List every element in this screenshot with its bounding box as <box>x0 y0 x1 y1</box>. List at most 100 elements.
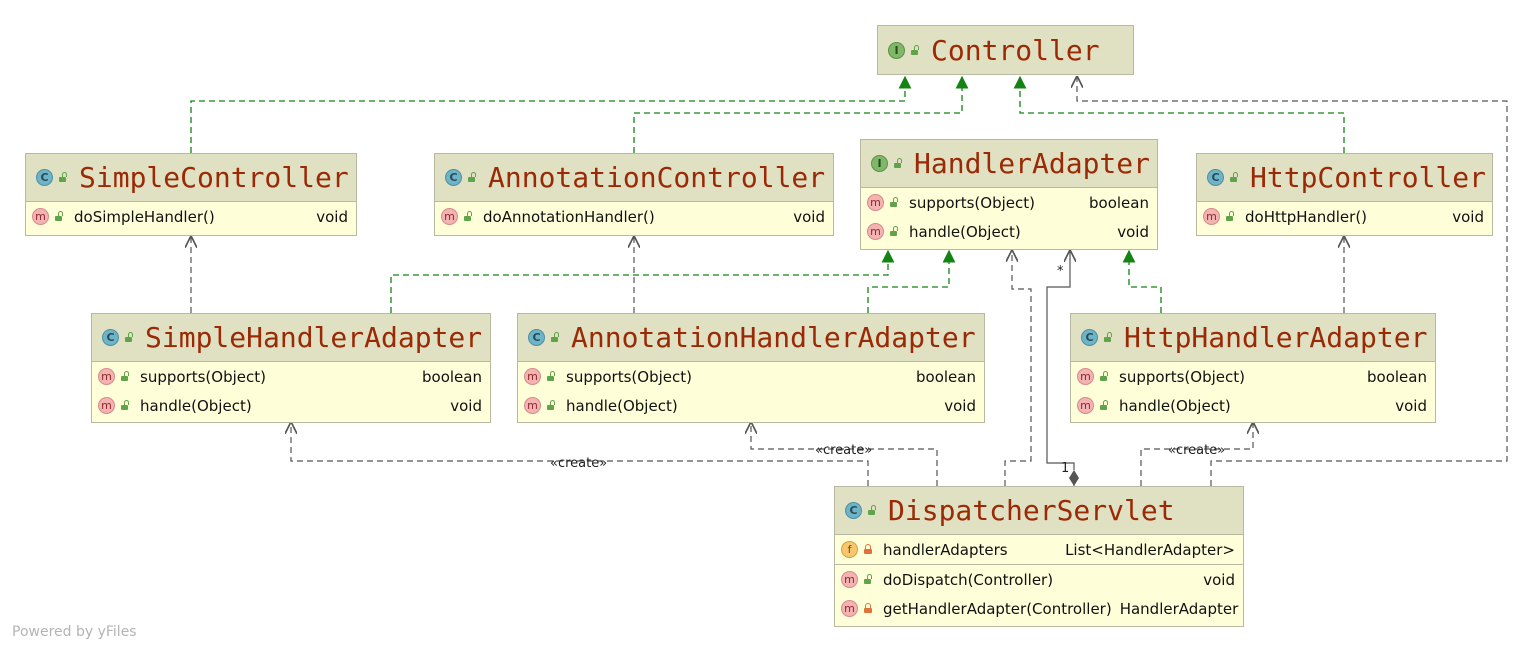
class-name: HttpHandlerAdapter <box>1124 321 1428 354</box>
method-icon: m <box>32 208 49 225</box>
class-annotationhandleradapter[interactable]: C AnnotationHandlerAdapter m supports(Ob… <box>517 313 985 423</box>
create-dispatcherservlet-simplehandleradapter <box>291 423 869 486</box>
realization-simplecontroller-controller <box>190 75 912 153</box>
class-simplehandleradapter[interactable]: C SimpleHandlerAdapter m supports(Object… <box>91 313 491 423</box>
class-icon: C <box>1081 329 1098 346</box>
method-row[interactable]: m handle(Object) void <box>1071 391 1435 420</box>
multiplicity-one-label: 1 <box>1061 461 1070 476</box>
method-type: void <box>316 207 348 226</box>
method-row[interactable]: m supports(Object) boolean <box>861 188 1157 217</box>
public-lock-icon <box>889 197 900 208</box>
dependency-dispatcherservlet-handleradapter <box>1004 251 1032 486</box>
create-dispatcherservlet-annotationhandleradapter <box>751 423 938 486</box>
method-type: void <box>1395 396 1427 415</box>
method-name: handle(Object) <box>909 222 1021 241</box>
private-lock-icon <box>863 603 874 614</box>
public-lock-icon <box>1099 400 1110 411</box>
class-name: SimpleHandlerAdapter <box>145 321 483 354</box>
class-simplecontroller[interactable]: C SimpleController m doSimpleHandler() v… <box>25 153 357 236</box>
public-lock-icon <box>550 332 561 343</box>
public-lock-icon <box>463 211 474 222</box>
class-httpcontroller[interactable]: C HttpController m doHttpHandler() void <box>1196 153 1493 236</box>
interface-icon: I <box>888 41 905 59</box>
abstract-method-icon: m <box>867 223 884 240</box>
method-row[interactable]: m doSimpleHandler() void <box>26 202 356 231</box>
method-row[interactable]: m supports(Object) boolean <box>92 362 490 391</box>
method-icon: m <box>1203 208 1220 225</box>
interface-icon: I <box>871 155 888 172</box>
method-row[interactable]: m handle(Object) void <box>861 217 1157 246</box>
class-icon: C <box>102 329 119 346</box>
method-row[interactable]: m handle(Object) void <box>518 391 984 420</box>
class-annotationcontroller[interactable]: C AnnotationController m doAnnotationHan… <box>434 153 834 236</box>
class-icon: C <box>845 502 862 519</box>
method-row[interactable]: m getHandlerAdapter(Controller) HandlerA… <box>835 594 1243 623</box>
method-icon: m <box>98 368 115 385</box>
method-row[interactable]: m supports(Object) boolean <box>1071 362 1435 391</box>
method-type: void <box>1117 222 1149 241</box>
method-icon: m <box>524 368 541 385</box>
method-row[interactable]: m doHttpHandler() void <box>1197 202 1492 231</box>
method-row[interactable]: m handle(Object) void <box>92 391 490 420</box>
public-lock-icon <box>1099 371 1110 382</box>
public-lock-icon <box>546 400 557 411</box>
method-type: void <box>1452 207 1484 226</box>
class-controller[interactable]: I Controller <box>877 25 1134 75</box>
method-type: void <box>944 396 976 415</box>
method-icon: m <box>841 571 858 588</box>
class-name: Controller <box>931 33 1100 67</box>
section-divider <box>835 564 1243 565</box>
method-type: void <box>793 207 825 226</box>
method-name: supports(Object) <box>909 193 1035 212</box>
method-name: handle(Object) <box>566 396 678 415</box>
realization-annotationhandleradapter-handleradapter <box>867 249 956 313</box>
public-lock-icon <box>1103 332 1114 343</box>
class-httphandleradapter[interactable]: C HttpHandlerAdapter m supports(Object) … <box>1070 313 1436 423</box>
public-lock-icon <box>893 158 904 169</box>
method-icon: m <box>441 208 458 225</box>
method-type: boolean <box>1367 367 1427 386</box>
class-name: DispatcherServlet <box>888 494 1175 527</box>
public-lock-icon <box>1225 211 1236 222</box>
public-lock-icon <box>54 211 65 222</box>
public-lock-icon <box>58 172 69 183</box>
method-name: doAnnotationHandler() <box>483 207 655 226</box>
class-dispatcherservlet[interactable]: C DispatcherServlet f handlerAdapters Li… <box>834 486 1244 627</box>
method-icon: m <box>1077 368 1094 385</box>
method-type: HandlerAdapter <box>1119 599 1239 618</box>
interface-handleradapter[interactable]: I HandlerAdapter m supports(Object) bool… <box>860 139 1158 250</box>
method-row[interactable]: m doDispatch(Controller) void <box>835 565 1243 594</box>
class-name: HandlerAdapter <box>914 147 1151 180</box>
method-icon: m <box>98 397 115 414</box>
class-name: AnnotationHandlerAdapter <box>571 321 976 354</box>
field-icon: f <box>841 541 858 558</box>
method-row[interactable]: m supports(Object) boolean <box>518 362 984 391</box>
class-icon: C <box>1207 169 1224 186</box>
field-row[interactable]: f handlerAdapters List<HandlerAdapter> <box>835 535 1243 564</box>
create-dispatcherservlet-httphandleradapter <box>1140 423 1253 486</box>
private-lock-icon <box>863 544 874 555</box>
method-type: void <box>450 396 482 415</box>
create-label-http: «create» <box>1168 443 1226 458</box>
method-name: handle(Object) <box>1119 396 1231 415</box>
public-lock-icon <box>120 400 131 411</box>
method-type: boolean <box>422 367 482 386</box>
method-name: supports(Object) <box>140 367 266 386</box>
public-lock-icon <box>120 371 131 382</box>
public-lock-icon <box>124 332 135 343</box>
method-name: supports(Object) <box>1119 367 1245 386</box>
realization-httphandleradapter-handleradapter <box>1122 249 1162 313</box>
method-name: doSimpleHandler() <box>74 207 215 226</box>
field-type: List<HandlerAdapter> <box>1065 540 1235 559</box>
public-lock-icon <box>889 226 900 237</box>
method-name: doDispatch(Controller) <box>883 570 1054 589</box>
class-name: AnnotationController <box>488 161 826 194</box>
class-name: HttpController <box>1250 161 1487 194</box>
method-type: boolean <box>1089 193 1149 212</box>
method-name: getHandlerAdapter(Controller) <box>883 599 1112 618</box>
create-label-simple: «create» <box>550 456 608 471</box>
watermark: Powered by yFiles <box>12 624 137 640</box>
public-lock-icon <box>910 44 921 56</box>
method-row[interactable]: m doAnnotationHandler() void <box>435 202 833 231</box>
multiplicity-many-label: * <box>1057 264 1064 279</box>
